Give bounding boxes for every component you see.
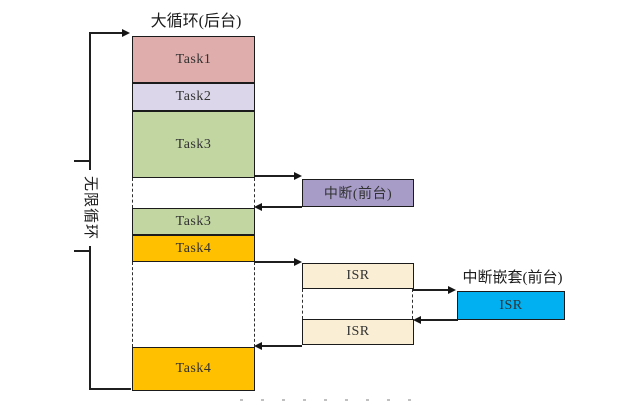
arrow-return-from-isr-head-icon <box>254 342 262 350</box>
task1-label: Task1 <box>175 51 212 67</box>
arrow-to-nested-isr-head-icon <box>448 286 456 294</box>
loop-bracket-top-line <box>89 32 124 34</box>
nested-isr-label: ISR <box>499 297 523 313</box>
background-loop-title: 大循环(后台) <box>150 13 242 30</box>
column-gap-1 <box>132 178 255 208</box>
bracket-tick-bottom <box>74 250 90 252</box>
task1-block: Task1 <box>132 36 255 83</box>
task3-block: Task3 <box>132 111 255 178</box>
arrow-to-isr-line <box>255 261 296 263</box>
interrupt-label: 中断(前台) <box>323 187 393 202</box>
task4-label-2: Task4 <box>175 361 212 376</box>
isr-block-bottom: ISR <box>302 319 414 345</box>
arrow-return-from-nested-isr-line <box>420 319 458 321</box>
cut-off-caption-remnant <box>240 399 420 401</box>
isr-bottom-label: ISR <box>346 324 370 339</box>
arrow-to-nested-isr-line <box>413 289 450 291</box>
task4-block: Task4 <box>132 235 255 262</box>
loop-bracket-bottom-line <box>89 388 131 390</box>
task3-block-2: Task3 <box>132 208 255 235</box>
isr-gap-dashed-left <box>302 289 303 319</box>
arrow-to-interrupt-head-icon <box>294 172 302 180</box>
task4-label: Task4 <box>175 240 212 256</box>
column-gap-2 <box>132 262 255 347</box>
isr-block-top: ISR <box>302 263 414 289</box>
arrow-return-from-isr-line <box>261 345 302 347</box>
task2-block: Task2 <box>132 83 255 111</box>
arrow-to-interrupt-line <box>255 175 296 177</box>
isr-top-label: ISR <box>346 268 370 283</box>
task3-label: Task3 <box>175 136 212 152</box>
task4-block-2: Task4 <box>132 347 255 391</box>
task2-label: Task2 <box>175 89 212 104</box>
interrupt-block: 中断(前台) <box>302 179 414 207</box>
isr-gap-dashed-right <box>412 289 413 319</box>
arrow-return-from-interrupt-head-icon <box>254 203 262 211</box>
task3-label-2: Task3 <box>175 213 212 229</box>
nested-isr-block: ISR <box>457 291 565 320</box>
bracket-tick-top <box>74 160 90 162</box>
loop-entry-arrowhead-icon <box>122 29 130 37</box>
arrow-to-isr-head-icon <box>294 258 302 266</box>
arrow-return-from-nested-isr-head-icon <box>413 316 421 324</box>
infinite-loop-label: 无限循环 <box>81 170 99 246</box>
nested-interrupt-title: 中断嵌套(前台) <box>462 270 563 286</box>
arrow-return-from-interrupt-line <box>261 206 302 208</box>
